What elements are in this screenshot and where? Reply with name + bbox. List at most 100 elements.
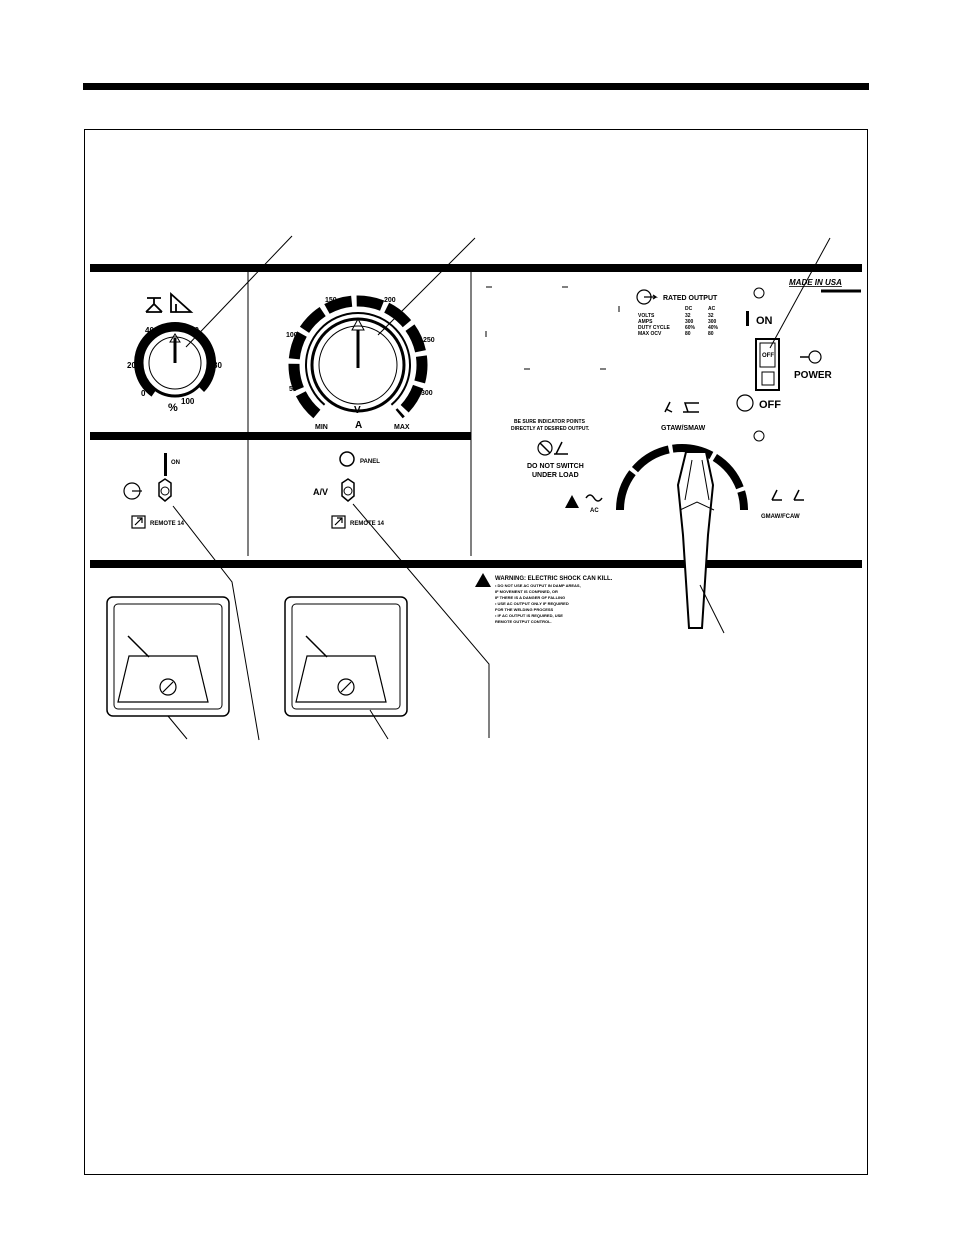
remote-arrow-icon [134, 517, 143, 526]
gtaw-smaw-icon [664, 401, 699, 413]
selector-handle[interactable] [676, 451, 715, 629]
power-rocker-face [759, 342, 776, 368]
power-rocker-label: OFF [762, 353, 774, 359]
amp-toggle-nut[interactable] [341, 478, 355, 502]
ammeter-bezel-inner [291, 603, 401, 710]
power-symbol-icon [808, 350, 822, 364]
amp-tick-250: 250 [423, 337, 435, 344]
warning-line: IF MOVEMENT IS CONFINED, OR [495, 589, 558, 594]
arc-tick-20: 20 [127, 361, 136, 370]
no-switch-line2: UNDER LOAD [532, 472, 579, 479]
arc-tick-60: 60 [190, 326, 199, 335]
voltmeter-needle [127, 635, 150, 658]
rated-output-heading: RATED OUTPUT [663, 295, 718, 302]
warning-line: IF THERE IS A DANGER OF FALLING [495, 595, 565, 600]
selector-notice-line2: DIRECTLY AT DESIRED OUTPUT. [511, 426, 590, 432]
amp-tick-100: 100 [286, 332, 298, 339]
warning-block: WARNING: ELECTRIC SHOCK CAN KILL. • DO N… [475, 573, 613, 624]
warning-line: • DO NOT USE AC OUTPUT IN DAMP AREAS, [495, 583, 581, 588]
contactor-toggle-nut[interactable] [158, 478, 172, 502]
rating-row-label: AMPS [638, 319, 653, 325]
arc-tick-0: 0 [141, 389, 146, 398]
rating-row-ac: 80 [708, 331, 714, 337]
ammeter-needle [305, 635, 328, 658]
rating-row-label: DUTY CYCLE [638, 325, 671, 331]
off-symbol-icon [736, 394, 754, 412]
arc-tick-40: 40 [145, 326, 154, 335]
figure-frame [84, 129, 868, 1175]
ammeter [284, 596, 408, 717]
amp-tick-50: 50 [289, 386, 297, 393]
amp-tick-200: 200 [384, 297, 396, 304]
rating-plate: RATED OUTPUT DC AC VOLTS 32 32 AMPS 300 … [485, 286, 719, 370]
amp-a-label: A [355, 420, 362, 431]
voltmeter-zero-slot [162, 681, 174, 693]
arc-unit-label: % [168, 402, 178, 414]
remote-arrow-icon [334, 517, 343, 526]
rating-row-dc: 60% [685, 325, 696, 331]
rating-row-label: VOLTS [638, 313, 655, 319]
panel-top-band [90, 264, 862, 272]
warning-line: • USE AC OUTPUT ONLY IF REQUIRED [495, 601, 569, 606]
amp-av-label: A/V [313, 487, 328, 497]
warning-line: • IF AC OUTPUT IS REQUIRED, USE [495, 613, 563, 618]
warning-triangle-icon [565, 495, 579, 508]
lever-icon [554, 441, 568, 455]
amperage-inner-scale [305, 312, 411, 406]
rating-plate-outline [485, 286, 620, 370]
contactor-switch[interactable]: ON REMOTE 14 [123, 453, 185, 529]
warning-line: FOR THE WELDING PROCESS [495, 607, 554, 612]
amp-remote-label: REMOTE 14 [350, 521, 385, 527]
rated-output-arrow [644, 294, 658, 300]
arc-weld-icon [145, 291, 194, 313]
amp-max-label: MAX [394, 424, 410, 431]
selector-handle-ridges [679, 459, 715, 511]
power-rocker-lower [761, 371, 775, 386]
voltmeter [106, 596, 230, 717]
gtaw-smaw-label: GTAW/SMAW [661, 425, 706, 432]
rating-row-dc: 80 [685, 331, 691, 337]
amperage-mode-switch[interactable]: PANEL A/V REMOTE 14 [313, 451, 385, 529]
ammeter-zero-adjust [337, 678, 355, 696]
amperage-outer-scale [288, 295, 428, 419]
rating-row-ac: 300 [708, 319, 717, 325]
process-selector[interactable]: BE SURE INDICATOR POINTS DIRECTLY AT DES… [511, 401, 804, 629]
arc-control-scale-arc [134, 322, 217, 397]
power-switch[interactable]: ON OFF POWER OFF [736, 287, 833, 442]
page-top-rule [83, 83, 869, 90]
rating-row-dc: 32 [685, 313, 691, 319]
leader-process-selector [699, 584, 725, 634]
leader-amperage-mode-switch [352, 503, 490, 738]
arc-control-knob-rim [148, 336, 202, 390]
gmaw-fcaw-label: GMAW/FCAW [761, 514, 800, 520]
arc-control-index-mark [169, 333, 181, 343]
amp-panel-label: PANEL [360, 459, 380, 465]
ac-sine-icon [585, 494, 603, 502]
amperage-control[interactable]: 50 100 150 200 250 300 MIN MAX V A [286, 295, 435, 431]
contactor-toggle-lever [160, 486, 170, 496]
made-in-label: MADE IN USA [789, 278, 842, 287]
no-switch-line1: DO NOT SWITCH [527, 463, 584, 470]
amp-tick-300: 300 [421, 390, 433, 397]
leader-ammeter [369, 709, 389, 740]
no-switch-slash [539, 442, 551, 454]
panel-bottom-band [90, 560, 862, 568]
voltmeter-scale-window [117, 655, 209, 703]
power-label: POWER [794, 370, 833, 381]
on-symbol-icon [746, 311, 749, 326]
gmaw-fcaw-icon [771, 489, 804, 501]
rating-row-label: MAX OCV [638, 331, 662, 337]
panel-middle-band [90, 432, 471, 440]
leader-contactor-switch [172, 505, 260, 741]
no-switch-hand-icon [537, 440, 553, 456]
amp-min-label: MIN [315, 424, 328, 431]
panel-knob-icon [339, 451, 355, 467]
ac-label: AC [590, 508, 599, 514]
amp-toggle-lever [343, 486, 353, 496]
contactor-remote-label: REMOTE 14 [150, 521, 185, 527]
arc-control[interactable]: 0 20 40 60 80 100 % [127, 291, 222, 414]
amperage-knob-rim [318, 325, 398, 405]
leader-amperage-control [377, 237, 476, 336]
mount-hole-icon [753, 287, 765, 299]
voltmeter-zero-adjust [159, 678, 177, 696]
